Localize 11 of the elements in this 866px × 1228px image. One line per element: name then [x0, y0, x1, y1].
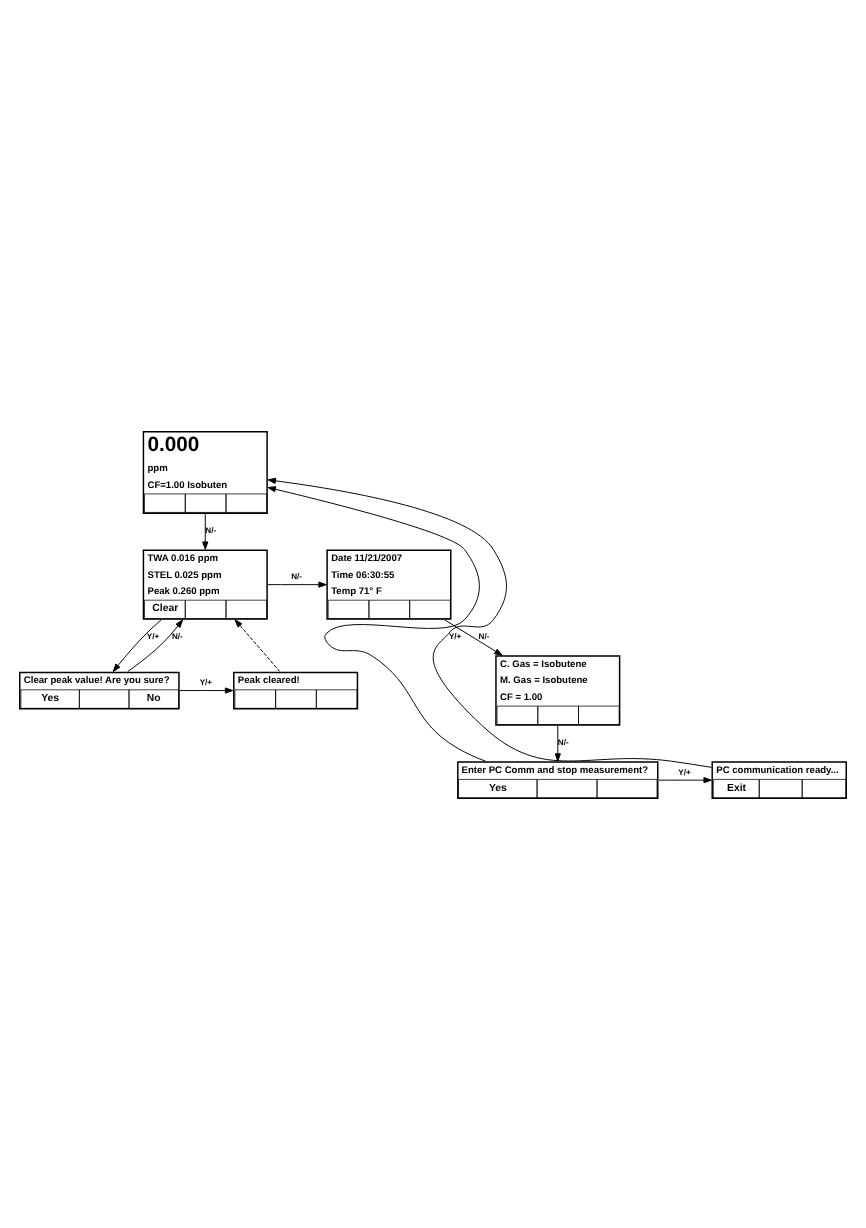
arrow — [202, 512, 209, 549]
arrow — [127, 618, 183, 671]
arrow — [179, 686, 234, 693]
arrow — [267, 580, 327, 587]
arrow — [444, 618, 503, 655]
arrow — [112, 618, 162, 671]
arrow — [267, 476, 712, 767]
arrow — [267, 485, 487, 761]
arrow — [554, 724, 561, 761]
arrow — [234, 618, 281, 671]
arrow — [658, 776, 712, 783]
